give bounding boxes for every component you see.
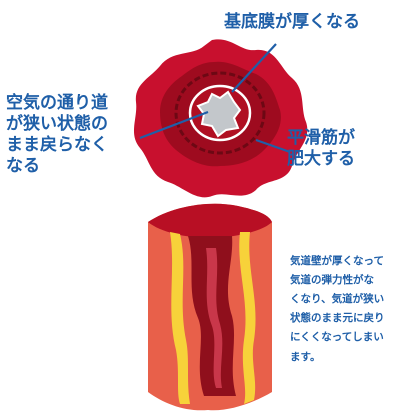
smooth-muscle-label: 平滑筋が 肥大する bbox=[287, 128, 355, 169]
airway-cross-section bbox=[133, 39, 308, 198]
airway-tube bbox=[148, 203, 272, 411]
pointer-lines bbox=[139, 43, 291, 154]
pointer-airway bbox=[139, 110, 209, 140]
pointer-muscle bbox=[255, 138, 291, 154]
pointer-membrane bbox=[231, 43, 277, 93]
tube-top-ring bbox=[148, 203, 272, 238]
tube-stripe-right bbox=[239, 232, 256, 404]
smooth-muscle-ring bbox=[174, 71, 266, 155]
description-text: 気道壁が厚くなって 気道の弾力性がな くなり、気道が狭い 状態のまま元に戻り に… bbox=[290, 255, 385, 363]
tube-lumen-highlight bbox=[206, 248, 223, 388]
basement-membrane-label: 基底膜が厚くなる bbox=[224, 12, 360, 32]
narrowed-lumen bbox=[196, 90, 242, 138]
tube-stripe-left bbox=[170, 232, 190, 404]
airway-passage-label: 空気の通り道 が狭い状態の まま戻らなく なる bbox=[6, 93, 108, 177]
